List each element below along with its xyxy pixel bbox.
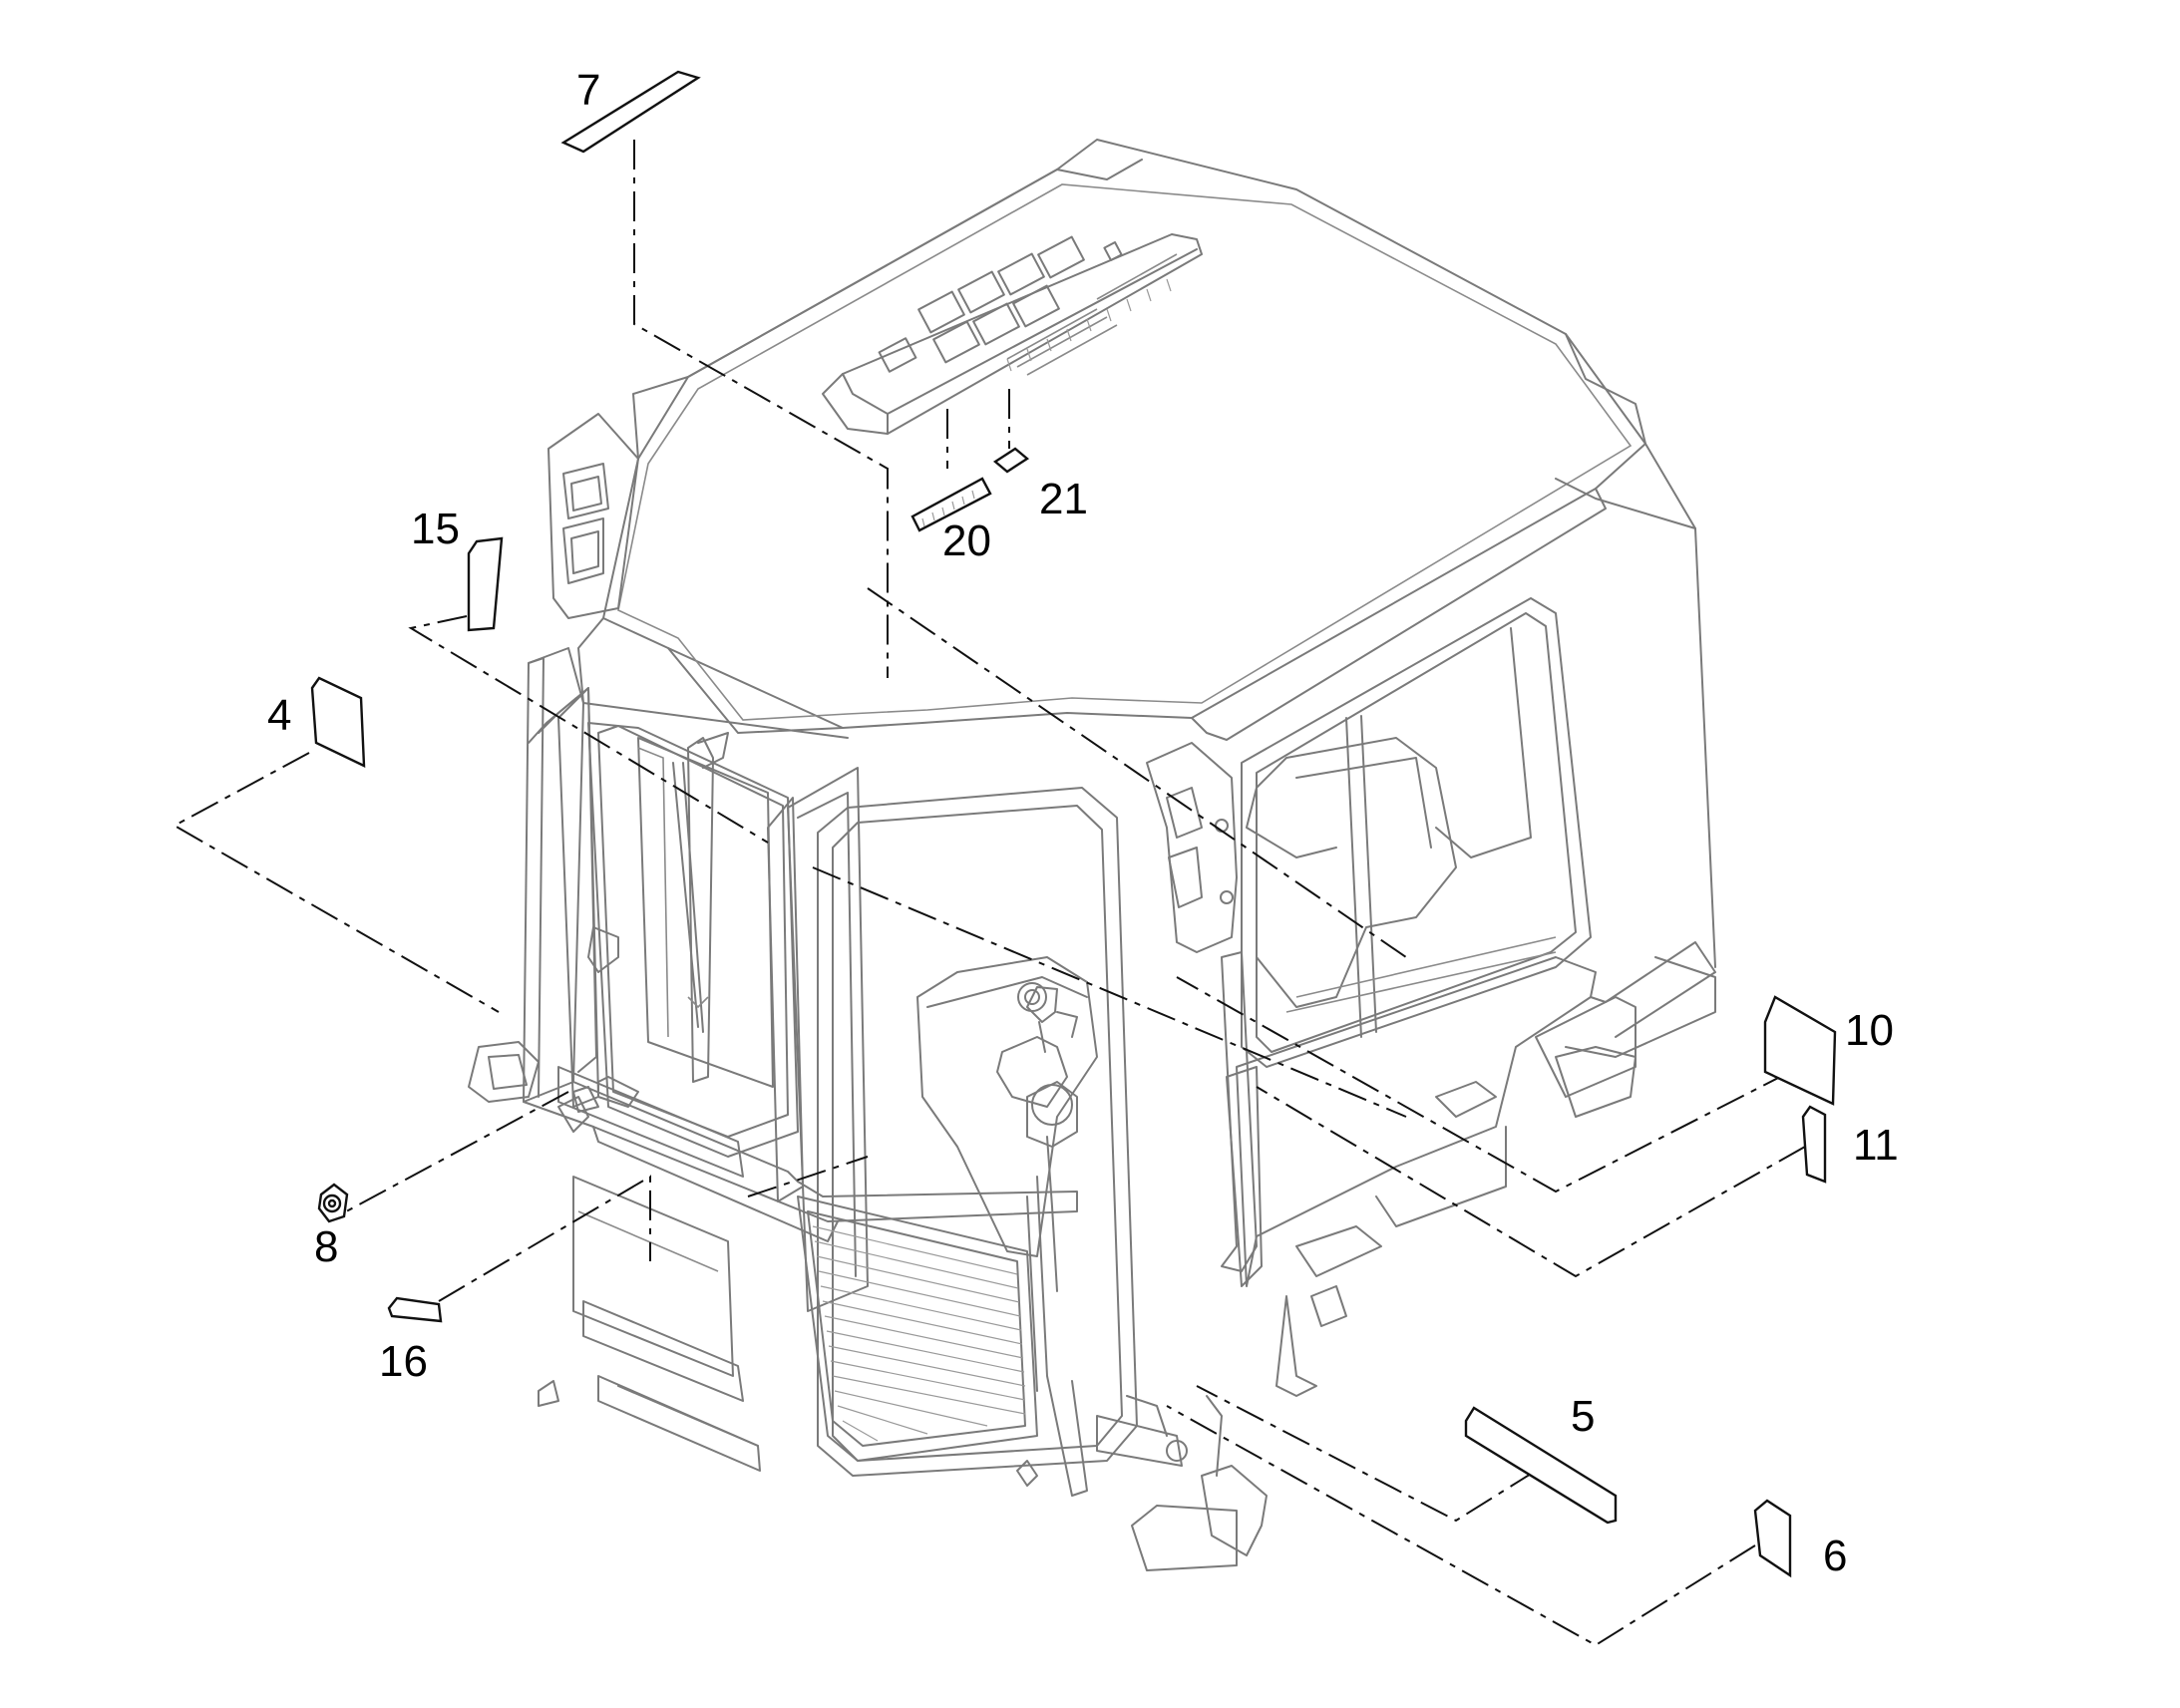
callout-21: 21: [1039, 475, 1088, 523]
decal-11: [1801, 1105, 1827, 1184]
decal-6: [1753, 1499, 1792, 1578]
decal-10: [1763, 995, 1837, 1106]
decals: [310, 70, 1837, 1578]
callout-11: 11: [1853, 1121, 1899, 1170]
callout-8: 8: [314, 1222, 338, 1271]
callout-7: 7: [576, 66, 600, 115]
decal-20: [910, 477, 992, 532]
decal-16: [387, 1296, 443, 1323]
callout-4: 4: [267, 691, 291, 740]
leader-lines: [172, 140, 1806, 1647]
callout-10: 10: [1845, 1006, 1894, 1055]
decal-8: [317, 1183, 349, 1223]
callout-5: 5: [1571, 1392, 1595, 1441]
decal-4: [310, 676, 366, 768]
decal-21: [992, 447, 1030, 474]
callout-labels: 7 21 20 15 4 10 11 8 16 5 6: [267, 66, 1899, 1580]
floor-mat: [797, 1196, 1038, 1462]
callout-16: 16: [379, 1337, 428, 1386]
decal-7: [560, 70, 701, 154]
callout-15: 15: [411, 505, 460, 553]
callout-20: 20: [942, 516, 991, 565]
decal-15: [467, 536, 504, 632]
cab-body: [468, 139, 1716, 1571]
decal-5: [1464, 1406, 1618, 1525]
roof-switch-panel: [878, 235, 1178, 376]
callout-6: 6: [1823, 1532, 1847, 1580]
